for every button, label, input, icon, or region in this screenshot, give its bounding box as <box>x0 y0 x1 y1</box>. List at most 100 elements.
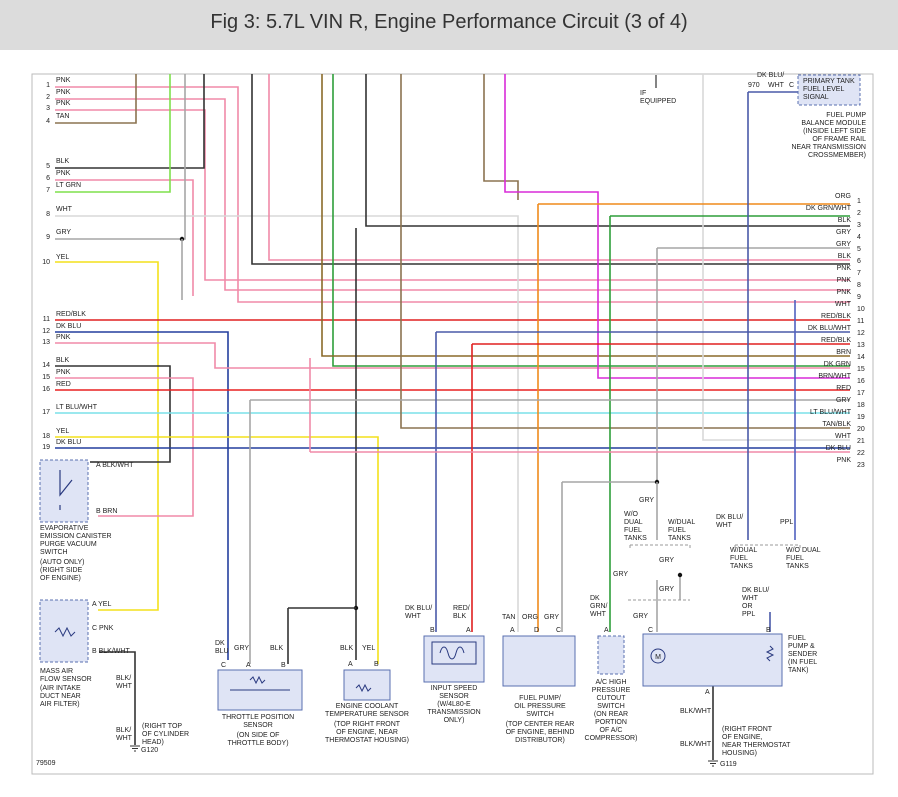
ac-switch-name: SWITCH <box>597 703 625 710</box>
ac-wire-dkgrnwht: WHT <box>590 611 607 618</box>
wire-left-4 <box>55 74 137 124</box>
left-pin-number: 18 <box>42 433 50 440</box>
wire-left-6 <box>55 179 194 296</box>
left-pin-number: 8 <box>46 211 50 218</box>
wire-left-15 <box>55 377 194 517</box>
right-pin-number: 17 <box>857 390 865 397</box>
fpops-pin-c: C <box>556 627 561 634</box>
ac-switch-name: A/C HIGH <box>595 679 626 686</box>
left-pin-number: 3 <box>46 105 50 112</box>
right-pin-label: PNK <box>837 277 852 284</box>
right-pin-number: 5 <box>857 246 861 253</box>
left-pin-label: PNK <box>56 77 71 84</box>
fuel-gry-label-4: GRY <box>659 586 674 593</box>
fpops-wire-org: ORG <box>522 614 538 621</box>
fpops-switch-note: DISTRIBUTOR) <box>515 737 565 744</box>
right-pin-label: DK GRN/WHT <box>806 205 852 212</box>
fuel-wo-dual-label: TANKS <box>624 535 647 542</box>
fuel-pump-name: PUMP & <box>788 643 815 650</box>
maf-pin-c-label: C PNK <box>92 625 114 632</box>
fuel-pin-b: B <box>766 627 771 634</box>
right-pin-label: GRY <box>836 229 851 236</box>
fuel-w-dual-label-2: FUEL <box>730 555 748 562</box>
ac-wire-dkgrnwht: DK <box>590 595 600 602</box>
fuel-dkbluwht-label: WHT <box>716 522 733 529</box>
iss-sensor-name: INPUT SPEED <box>431 685 478 692</box>
left-pin-label: PNK <box>56 334 71 341</box>
fuel-ppl-label: PPL <box>780 519 793 526</box>
maf-sensor-note: (AIR INTAKE <box>40 685 81 692</box>
if-equipped-label: EQUIPPED <box>640 98 676 105</box>
maf-ground-wire-label-2: BLK/ <box>116 727 131 734</box>
right-pin-label: TAN/BLK <box>822 421 851 428</box>
left-pin-number: 13 <box>42 339 50 346</box>
right-pin-label: LT BLU/WHT <box>810 409 852 416</box>
iss-wire-redblk: RED/ <box>453 605 470 612</box>
iss-wire-redblk: BLK <box>453 613 467 620</box>
wire-left-2 <box>55 98 850 291</box>
fuel-sender-resistor-icon <box>765 645 775 662</box>
wire-left-12 <box>55 331 229 660</box>
right-pin-number: 12 <box>857 330 865 337</box>
left-pin-label: RED <box>56 381 71 388</box>
right-pin-label: RED/BLK <box>821 337 851 344</box>
right-pin-label: BRN/WHT <box>818 373 851 380</box>
module-wire-label-2: WHT <box>768 82 785 89</box>
wire-trunk-magenta <box>504 74 850 379</box>
left-pin-label: YEL <box>56 254 69 261</box>
evap-switch-name: SWITCH <box>40 549 68 556</box>
wire-left-1 <box>55 86 850 303</box>
left-pin-number: 4 <box>46 118 50 125</box>
left-pin-number: 7 <box>46 187 50 194</box>
tps-sensor-name: THROTTLE POSITION <box>222 714 294 721</box>
fuel-dkbluwht-or-ppl-label: DK BLU/ <box>742 587 769 594</box>
fpops-switch-note: (TOP CENTER REAR <box>506 721 575 728</box>
maf-sensor-note: AIR FILTER) <box>40 701 80 708</box>
right-pin-number: 18 <box>857 402 865 409</box>
right-pin-label: PNK <box>837 457 852 464</box>
fuel-w-dual-label: W/DUAL <box>668 519 695 526</box>
page-header: Fig 3: 5.7L VIN R, Engine Performance Ci… <box>0 0 898 50</box>
fuel-ground-id: G119 <box>720 761 737 768</box>
fuel-wo-dual-label-2: FUEL <box>786 555 804 562</box>
ac-switch-note: (ON REAR <box>594 711 628 718</box>
maf-ground-symbol <box>130 745 140 752</box>
page-title: Fig 3: 5.7L VIN R, Engine Performance Ci… <box>210 11 688 33</box>
wire-trunk-blk <box>251 74 850 265</box>
fuel-wo-dual-label: DUAL <box>624 519 643 526</box>
right-pin-number: 20 <box>857 426 865 433</box>
wire-trunk-dkgrn <box>332 74 850 367</box>
left-pin-label: PNK <box>56 369 71 376</box>
fuel-pump-balance-module-label: OF FRAME RAIL <box>812 136 866 143</box>
figure-id: 79509 <box>36 760 56 767</box>
right-pin-number: 9 <box>857 294 861 301</box>
right-pin-number: 19 <box>857 414 865 421</box>
left-pin-number: 16 <box>42 386 50 393</box>
right-pin-number: 7 <box>857 270 861 277</box>
fuel-ground-note: (RIGHT FRONT <box>722 726 773 733</box>
diagram-frame <box>31 73 874 775</box>
fuel-w-dual-label: TANKS <box>668 535 691 542</box>
iss-coil-icon <box>431 641 477 665</box>
right-pin-number: 10 <box>857 306 865 313</box>
left-pin-number: 6 <box>46 175 50 182</box>
tps-pin-b: B <box>281 662 286 669</box>
right-pin-label: BLK <box>838 253 852 260</box>
ect-sensor-name: ENGINE COOLANT <box>336 703 399 710</box>
ect-sensor-note: THERMOSTAT HOUSING) <box>325 737 409 744</box>
wire-trunk-blk2 <box>365 74 850 227</box>
maf-sensor-name: FLOW SENSOR <box>40 676 92 683</box>
fuel-dkbluwht-or-ppl-label: PPL <box>742 611 755 618</box>
maf-ground-note: OF CYLINDER <box>142 731 189 738</box>
iss-sensor-name: ONLY) <box>444 717 465 724</box>
wire-left-5 <box>55 74 205 169</box>
right-pin-label: GRY <box>836 241 851 248</box>
wire-left-13 <box>55 342 850 369</box>
left-pin-number: 12 <box>42 328 50 335</box>
maf-ground-wire-label: BLK/ <box>116 675 131 682</box>
maf-sensor-box <box>39 599 89 663</box>
fuel-wo-dual-label: W/O <box>624 511 639 518</box>
fuel-w-dual-label-2: W/DUAL <box>730 547 757 554</box>
fuel-w-dual-label-2: TANKS <box>730 563 753 570</box>
